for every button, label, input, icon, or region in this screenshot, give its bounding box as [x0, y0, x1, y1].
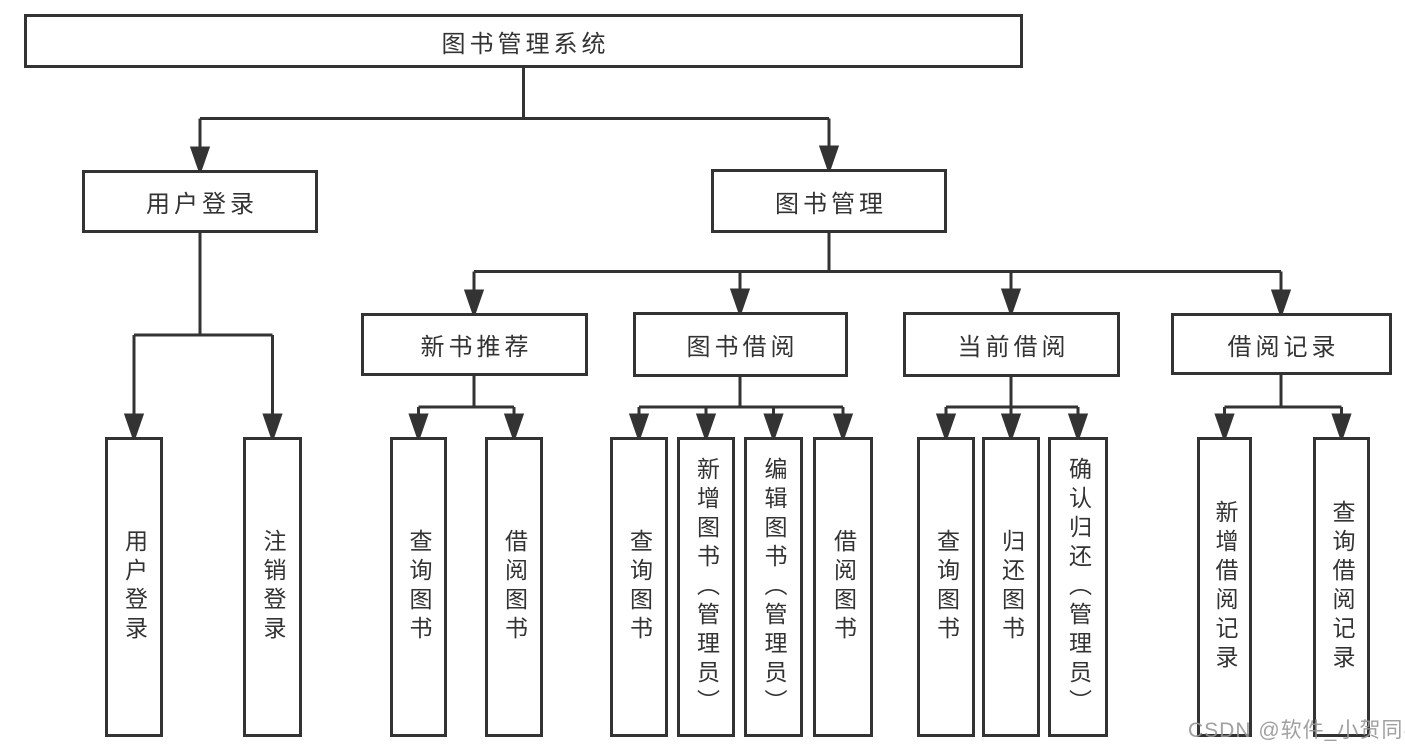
arrow-to-leaf-borrow-edit	[763, 407, 784, 443]
csdn-watermark: CSDN @软件_小贺同学	[1188, 719, 1405, 742]
connector-current-borrow-rail	[946, 377, 1078, 409]
connector-book-mgmt-rail	[474, 233, 1281, 273]
arrow-to-leaf-borrow-query	[628, 407, 650, 443]
arrow-to-leaf-current-return	[1000, 407, 1022, 443]
leaf-newrec-query-books-label: 查询图书	[406, 529, 432, 645]
connector-user-login-rail	[134, 233, 273, 337]
leaf-current-return-books-label: 归还图书	[998, 529, 1025, 645]
node-root-system: 图书管理系统	[24, 14, 1023, 68]
leaf-current-confirm-return-admin: 确认归还（管理员）	[1048, 437, 1108, 737]
arrow-to-leaf-borrow-borrow	[832, 407, 854, 443]
leaf-borrow-add-books-admin: 新增图书（管理员）	[677, 437, 735, 737]
node-book-borrow-label: 图书借阅	[686, 334, 799, 361]
node-book-mgmt: 图书管理	[711, 169, 947, 233]
leaf-records-add-record: 新增借阅记录	[1197, 437, 1252, 737]
node-book-mgmt-label: 图书管理	[775, 190, 887, 218]
leaf-newrec-query-books: 查询图书	[390, 437, 447, 737]
node-borrow-records-label: 借阅记录	[1227, 333, 1340, 361]
leaf-user-login-label: 用户登录	[121, 529, 148, 645]
leaf-records-query-record-label: 查询借阅记录	[1329, 500, 1355, 674]
node-current-borrow-label: 当前借阅	[957, 334, 1070, 361]
node-current-borrow: 当前借阅	[903, 312, 1120, 377]
arrow-to-leaf-logout	[262, 335, 283, 443]
arrow-to-leaf-borrow-add	[695, 407, 717, 443]
node-root-system-label: 图书管理系统	[441, 30, 610, 58]
arrow-to-leaf-record-query	[1331, 407, 1352, 443]
leaf-borrow-query-books-label: 查询图书	[626, 529, 653, 645]
node-new-book-recommend: 新书推荐	[361, 313, 588, 376]
connector-new-book-rail	[418, 376, 514, 409]
node-new-book-recommend-label: 新书推荐	[420, 334, 533, 361]
leaf-current-query-books-label: 查询图书	[933, 529, 960, 645]
arrow-to-user-login	[189, 118, 211, 176]
leaf-records-add-record-label: 新增借阅记录	[1212, 500, 1238, 674]
leaf-borrow-edit-books-admin: 编辑图书（管理员）	[744, 437, 803, 737]
arrow-to-leaf-newrec-borrow	[503, 407, 525, 443]
leaf-borrow-borrow-books: 借阅图书	[813, 437, 873, 737]
leaf-current-query-books: 查询图书	[917, 437, 975, 737]
leaf-logout: 注销登录	[243, 437, 302, 737]
arrow-to-current-borrow	[1000, 271, 1022, 318]
node-borrow-records: 借阅记录	[1171, 313, 1392, 375]
node-book-borrow: 图书借阅	[633, 312, 848, 377]
leaf-records-query-record: 查询借阅记录	[1313, 437, 1370, 737]
arrow-to-leaf-newrec-query	[408, 407, 429, 443]
arrow-to-leaf-record-add	[1214, 407, 1235, 443]
arrow-to-book-borrow	[729, 271, 751, 318]
leaf-logout-label: 注销登录	[260, 529, 286, 645]
leaf-newrec-borrow-books-label: 借阅图书	[501, 529, 528, 645]
leaf-newrec-borrow-books: 借阅图书	[485, 437, 543, 737]
arrow-to-leaf-current-confirm	[1067, 407, 1089, 443]
leaf-current-confirm-return-admin-label: 确认归还（管理员）	[1065, 456, 1092, 718]
leaf-current-return-books: 归还图书	[982, 437, 1040, 737]
arrow-to-leaf-user-login	[123, 335, 145, 443]
arrow-to-leaf-current-query	[935, 407, 957, 443]
arrow-to-new-book	[463, 271, 485, 319]
leaf-borrow-add-books-admin-label: 新增图书（管理员）	[693, 456, 720, 718]
connector-root-rail	[200, 68, 829, 120]
connector-book-borrow-rail	[639, 377, 843, 409]
leaf-borrow-borrow-books-label: 借阅图书	[830, 529, 857, 645]
leaf-borrow-edit-books-admin-label: 编辑图书（管理员）	[761, 456, 787, 718]
arrow-to-borrow-record	[1270, 271, 1292, 319]
node-user-login: 用户登录	[82, 170, 318, 233]
connector-borrow-record-rail	[1224, 375, 1342, 409]
leaf-user-login: 用户登录	[105, 437, 163, 737]
arrow-to-book-mgmt	[818, 118, 840, 175]
node-user-login-label: 用户登录	[146, 191, 258, 218]
leaf-borrow-query-books: 查询图书	[610, 437, 668, 737]
